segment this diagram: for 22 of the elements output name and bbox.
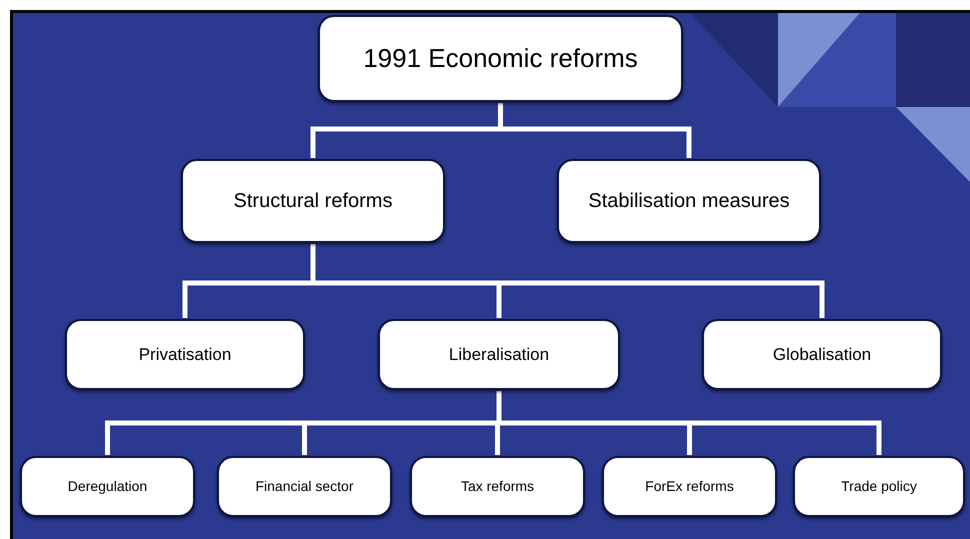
node-label: Globalisation — [772, 344, 872, 366]
node-label: 1991 Economic reforms — [363, 42, 638, 75]
node-label: Liberalisation — [448, 344, 550, 366]
node-label: Trade policy — [841, 477, 917, 496]
rounded-box — [217, 456, 392, 517]
rounded-box — [65, 319, 305, 390]
node-label: Tax reforms — [460, 477, 534, 496]
rounded-box — [702, 319, 942, 390]
rounded-box — [557, 159, 821, 243]
rounded-box — [318, 15, 683, 102]
rounded-box — [181, 159, 445, 243]
node-label: Privatisation — [138, 344, 232, 366]
node-label: Financial sector — [255, 477, 354, 496]
node-label: ForEx reforms — [645, 477, 734, 496]
rounded-box — [793, 456, 965, 517]
node-label: Stabilisation measures — [588, 189, 790, 214]
node-label: Deregulation — [68, 477, 148, 496]
rounded-box — [410, 456, 585, 517]
rounded-box — [378, 319, 620, 390]
rounded-box — [20, 456, 195, 517]
node-label: Structural reforms — [234, 189, 392, 214]
rounded-box — [602, 456, 777, 517]
